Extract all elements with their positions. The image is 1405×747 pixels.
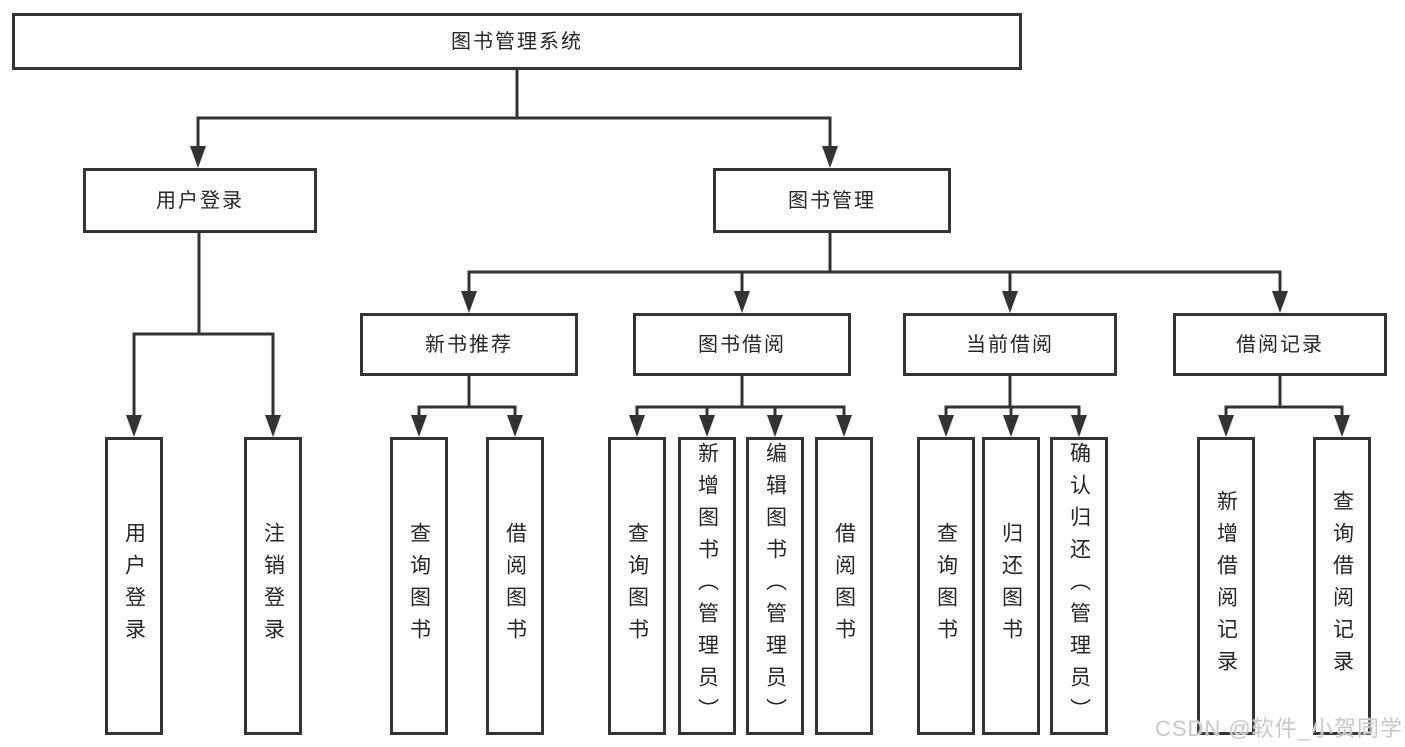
- leaf-confirm-return-admin-label: 确认归还（管理员）: [1067, 442, 1091, 730]
- leaf-borrow-query-books-label: 查询图书: [625, 522, 649, 650]
- leaf-current-query-books-label: 查询图书: [934, 522, 958, 650]
- leaf-recommend-borrow-books-label: 借阅图书: [503, 522, 527, 650]
- node-book-borrowing-label: 图书借阅: [698, 333, 786, 356]
- leaf-add-borrow-record-label: 新增借阅记录: [1214, 490, 1238, 682]
- leaf-return-books: 归还图书: [982, 437, 1040, 735]
- leaf-current-query-books: 查询图书: [917, 437, 975, 735]
- leaf-user-login: 用户登录: [105, 437, 163, 735]
- csdn-watermark: CSDN @软件_小贺同学: [1154, 716, 1403, 741]
- leaf-edit-books-admin-label: 编辑图书（管理员）: [763, 442, 787, 730]
- leaf-recommend-query-books: 查询图书: [390, 437, 448, 735]
- leaf-add-books-admin-label: 新增图书（管理员）: [695, 442, 719, 730]
- node-user-login: 用户登录: [83, 168, 317, 233]
- leaf-logout: 注销登录: [244, 437, 302, 735]
- leaf-add-borrow-record: 新增借阅记录: [1197, 437, 1255, 735]
- node-borrowing-records: 借阅记录: [1173, 313, 1387, 376]
- leaf-user-login-label: 用户登录: [122, 522, 146, 650]
- leaf-query-borrow-record-label: 查询借阅记录: [1330, 490, 1354, 682]
- leaf-borrow-books-label: 借阅图书: [832, 522, 856, 650]
- node-book-borrowing: 图书借阅: [633, 313, 851, 376]
- leaf-edit-books-admin: 编辑图书（管理员）: [746, 437, 804, 735]
- leaf-return-books-label: 归还图书: [999, 522, 1023, 650]
- leaf-add-books-admin: 新增图书（管理员）: [678, 437, 736, 735]
- leaf-borrow-query-books: 查询图书: [608, 437, 666, 735]
- arrowheads: [126, 146, 1350, 437]
- node-user-login-label: 用户登录: [156, 189, 244, 212]
- node-book-management-label: 图书管理: [788, 189, 876, 212]
- leaf-recommend-query-books-label: 查询图书: [407, 522, 431, 650]
- node-new-book-recommend: 新书推荐: [360, 313, 578, 376]
- node-new-book-recommend-label: 新书推荐: [425, 333, 513, 356]
- node-current-borrowing-label: 当前借阅: [966, 333, 1054, 356]
- leaf-confirm-return-admin: 确认归还（管理员）: [1050, 437, 1108, 735]
- leaf-logout-label: 注销登录: [261, 522, 285, 650]
- node-library-system: 图书管理系统: [12, 13, 1022, 70]
- node-library-system-label: 图书管理系统: [451, 30, 583, 53]
- leaf-recommend-borrow-books: 借阅图书: [486, 437, 544, 735]
- node-book-management: 图书管理: [713, 168, 951, 233]
- node-current-borrowing: 当前借阅: [903, 313, 1117, 376]
- leaf-query-borrow-record: 查询借阅记录: [1313, 437, 1371, 735]
- node-borrowing-records-label: 借阅记录: [1236, 333, 1324, 356]
- leaf-borrow-books: 借阅图书: [815, 437, 873, 735]
